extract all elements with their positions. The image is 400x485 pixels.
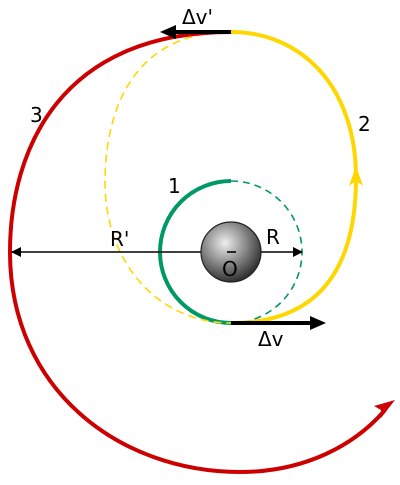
delta-v-prime-arrowhead xyxy=(160,25,176,39)
orbit-2-label: 2 xyxy=(358,112,371,136)
delta-v-arrowhead xyxy=(310,316,326,330)
orbit-3-path xyxy=(7,30,387,475)
orbit-3-label: 3 xyxy=(30,103,43,127)
radius-large-label: R' xyxy=(110,227,129,251)
orbit-2-arrowhead xyxy=(349,166,363,186)
radius-small-label: R xyxy=(266,225,280,249)
delta-v-label: Δv xyxy=(258,327,284,351)
orbit-2-solid xyxy=(230,30,359,325)
orbit-3-arrowhead xyxy=(374,400,395,418)
center-label: O xyxy=(222,257,238,281)
orbit-2-dashed xyxy=(104,31,232,324)
delta-v-prime-label: Δv' xyxy=(182,5,213,29)
orbit-1-label: 1 xyxy=(168,174,181,198)
